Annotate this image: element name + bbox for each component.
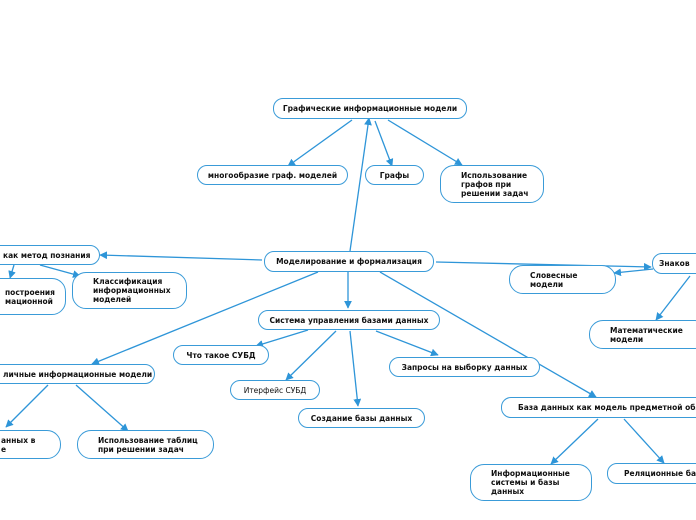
node-graphs[interactable]: Графы	[365, 165, 424, 185]
link-dbmodel-infosys	[550, 418, 599, 465]
node-cognition-method[interactable]: как метод познания	[0, 245, 100, 265]
link-tabular-tablesuse	[75, 384, 129, 432]
link-tabular-datain	[5, 384, 49, 428]
link-root-graphs-use	[387, 119, 463, 166]
link-dbms-what	[255, 329, 309, 348]
link-root-variety	[287, 119, 353, 167]
node-create-db[interactable]: Создание базы данных	[298, 408, 425, 428]
node-info-systems[interactable]: Информационные системы и базы данных	[470, 464, 592, 501]
link-modeling-dbmodel	[379, 271, 597, 398]
node-graphic-info-models[interactable]: Графические информационные модели	[273, 98, 467, 119]
link-sign-math	[655, 275, 691, 321]
link-modeling-tabular	[91, 271, 319, 365]
node-tables-use[interactable]: Использование таблиц при решении задач	[77, 430, 214, 459]
node-classification[interactable]: Классификация информационных моделей	[72, 272, 187, 309]
link-cognition-build	[8, 264, 16, 279]
node-what-is-dbms[interactable]: Что такое СУБД	[173, 345, 269, 365]
node-modeling-formalization[interactable]: Моделирование и формализация	[264, 251, 434, 272]
link-modeling-root	[349, 117, 372, 252]
node-sign-models[interactable]: Знаков	[652, 253, 696, 274]
node-build-info[interactable]: построения мационной	[0, 278, 66, 315]
node-dbms-interface[interactable]: Итерфейс СУБД	[230, 380, 320, 400]
node-verbal-models[interactable]: Словесные модели	[509, 265, 616, 294]
node-math-models[interactable]: Математические модели	[589, 320, 696, 349]
node-graphs-use[interactable]: Использование графов при решении задач	[440, 165, 544, 203]
node-relational-db[interactable]: Реляционные баз	[607, 463, 696, 484]
link-root-graphs	[374, 120, 394, 167]
link-cognition-classification	[39, 264, 81, 278]
node-db-as-model[interactable]: База данных как модель предметной облас	[501, 397, 696, 418]
node-variety-graph-models[interactable]: многообразие граф. моделей	[197, 165, 348, 185]
node-dbms[interactable]: Система управления базами данных	[258, 310, 440, 330]
link-sign-verbal	[613, 268, 654, 277]
link-dbms-interface	[285, 330, 337, 381]
link-modeling-cognition	[99, 251, 263, 261]
link-modeling-sign	[435, 261, 652, 271]
link-dbms-queries	[375, 330, 439, 357]
node-data-in[interactable]: анных в е	[0, 430, 61, 459]
link-dbms-create	[349, 330, 362, 407]
link-dbmodel-relational	[623, 418, 665, 464]
node-tabular-models[interactable]: личные информационные модели	[0, 364, 155, 384]
node-select-queries[interactable]: Запросы на выборку данных	[389, 357, 540, 377]
